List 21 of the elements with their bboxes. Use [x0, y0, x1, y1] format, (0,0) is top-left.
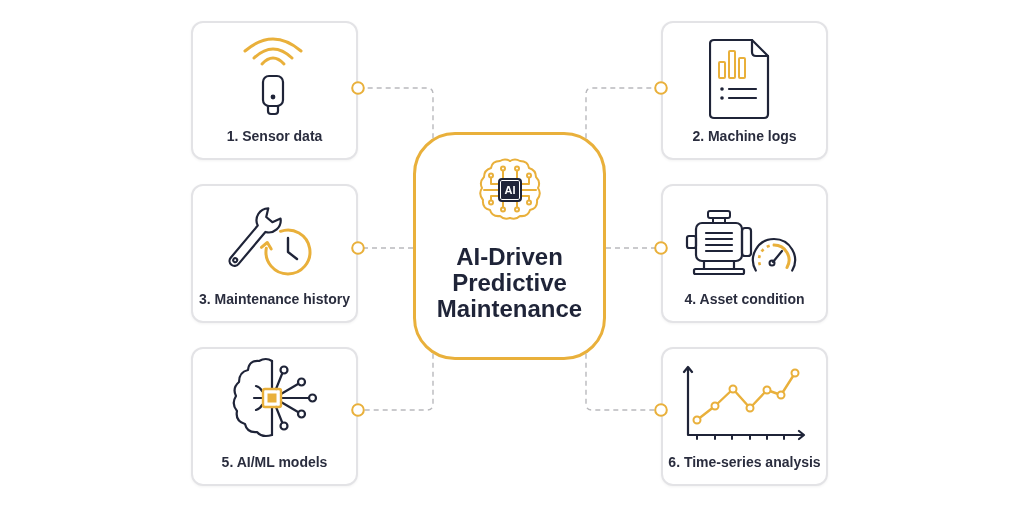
feature-card: [661, 184, 828, 323]
connector-line: [351, 241, 414, 255]
feature-card: [661, 21, 828, 160]
connector-line: [351, 81, 434, 139]
connector-line: [605, 241, 668, 255]
connector-line: [351, 353, 434, 417]
card-label: 5. AI/ML models: [221, 453, 328, 472]
feature-card: [661, 347, 828, 486]
hub-title: AI-Driven Predictive Maintenance: [435, 244, 584, 322]
chip-label: AI: [498, 178, 522, 202]
feature-card: [191, 184, 358, 323]
card-label: 4. Asset condition: [684, 290, 805, 309]
card-label: 1. Sensor data: [226, 127, 323, 146]
feature-card: [191, 21, 358, 160]
connector-line: [585, 353, 668, 417]
card-label: 3. Maintenance history: [199, 290, 350, 309]
hub-card: [413, 132, 606, 360]
card-label: 6. Time-series analysis: [668, 453, 821, 472]
card-label: 2. Machine logs: [692, 127, 797, 146]
connector-line: [585, 81, 668, 139]
feature-card: [191, 347, 358, 486]
